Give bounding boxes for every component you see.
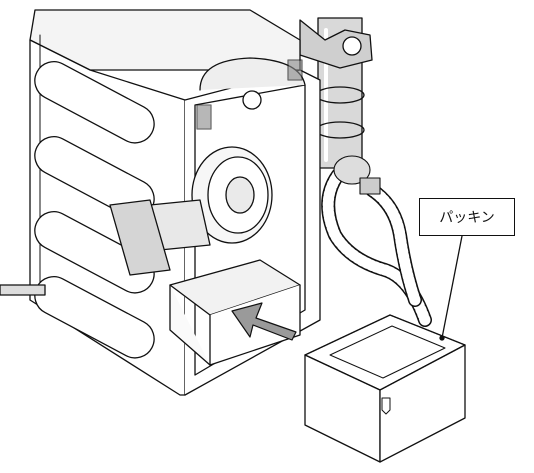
flexible-hose bbox=[321, 155, 432, 327]
packing-box bbox=[304, 314, 466, 463]
burner-fan bbox=[109, 146, 273, 276]
callout-label: パッキン bbox=[439, 210, 495, 226]
insert-arrow bbox=[231, 302, 297, 341]
exhaust-pipe bbox=[299, 17, 373, 169]
callout-box: パッキン bbox=[419, 198, 515, 236]
callout-leader bbox=[441, 235, 463, 339]
